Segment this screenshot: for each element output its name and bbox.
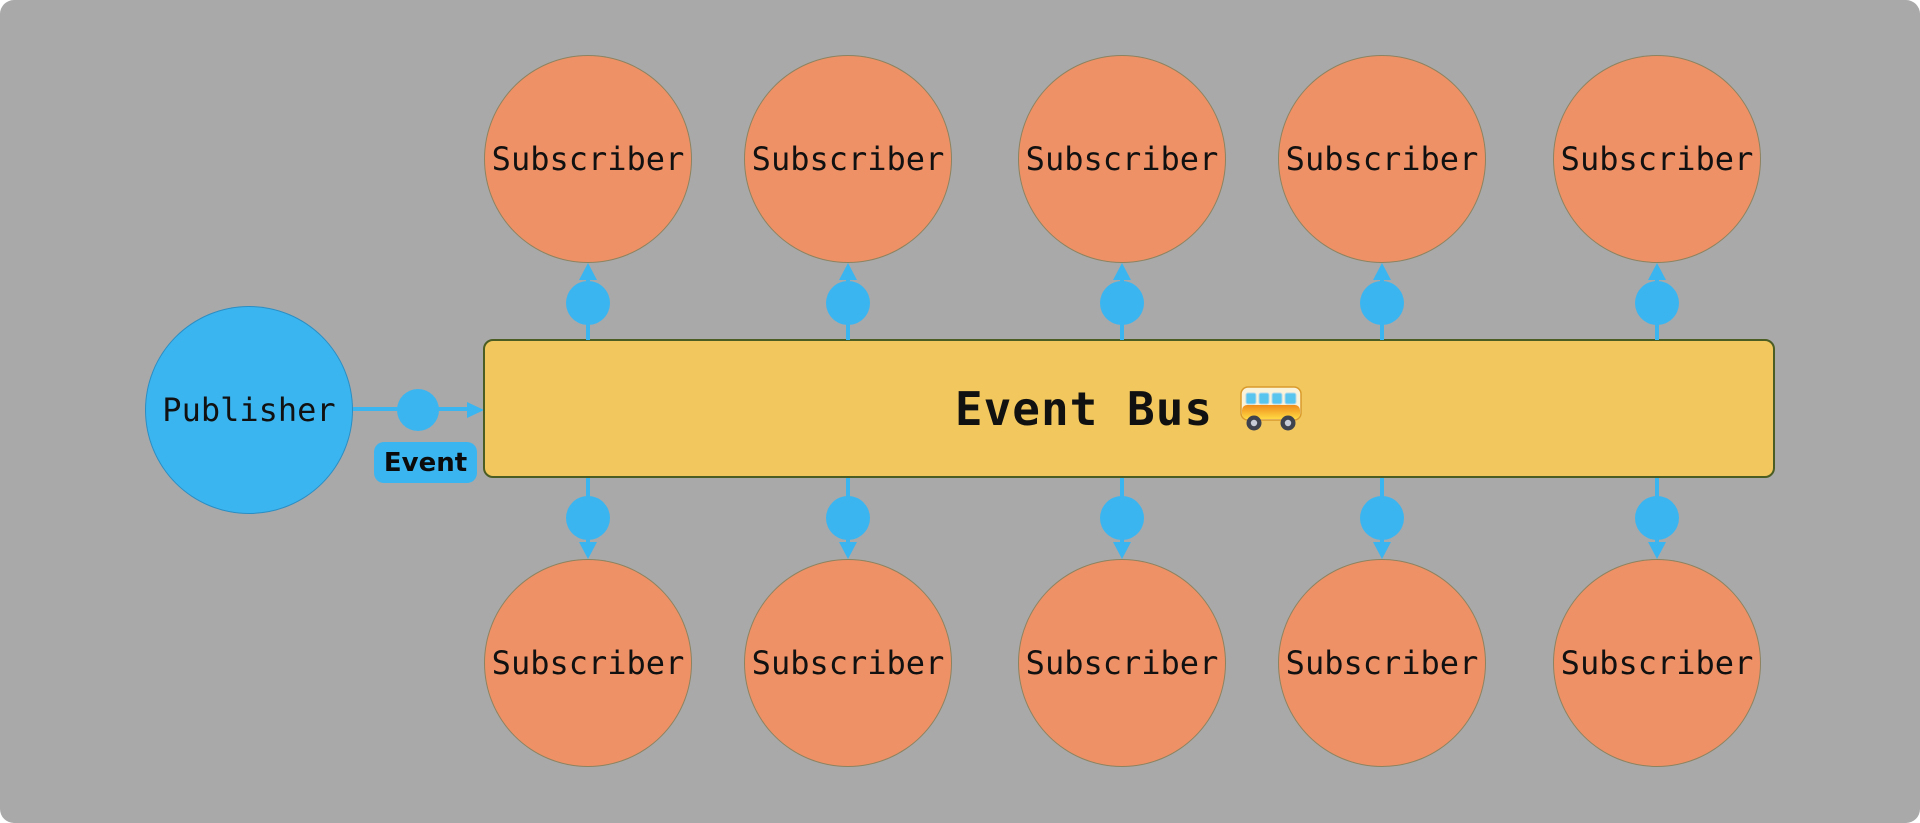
- subscriber-node: Subscriber: [1018, 55, 1226, 263]
- event-bus-node: Event Bus: [483, 339, 1775, 478]
- event-dot: [826, 281, 870, 325]
- event-dot: [1360, 496, 1404, 540]
- event-bus-label: Event Bus: [954, 381, 1214, 436]
- arrowhead-down-icon: [839, 542, 857, 559]
- event-dot: [1100, 281, 1144, 325]
- event-dot: [826, 496, 870, 540]
- arrowhead-up-icon: [1373, 263, 1391, 280]
- subscriber-node: Subscriber: [1553, 559, 1761, 767]
- arrowhead-down-icon: [1113, 542, 1131, 559]
- arrowhead-right-icon: [467, 402, 484, 418]
- arrowhead-up-icon: [579, 263, 597, 280]
- subscriber-node: Subscriber: [1278, 55, 1486, 263]
- event-dot: [1635, 281, 1679, 325]
- bus-emoji-icon: [1240, 386, 1302, 431]
- arrowhead-down-icon: [579, 542, 597, 559]
- subscriber-node: Subscriber: [484, 55, 692, 263]
- arrowhead-up-icon: [1648, 263, 1666, 280]
- event-dot: [397, 389, 439, 431]
- arrowhead-up-icon: [839, 263, 857, 280]
- arrowhead-down-icon: [1373, 542, 1391, 559]
- subscriber-node: Subscriber: [1553, 55, 1761, 263]
- subscriber-node: Subscriber: [744, 55, 952, 263]
- publisher-node: Publisher: [145, 306, 353, 514]
- event-dot: [566, 496, 610, 540]
- event-dot: [1100, 496, 1144, 540]
- subscriber-node: Subscriber: [484, 559, 692, 767]
- event-edge-label: Event: [374, 442, 477, 483]
- arrowhead-up-icon: [1113, 263, 1131, 280]
- subscriber-node: Subscriber: [1278, 559, 1486, 767]
- event-dot: [566, 281, 610, 325]
- subscriber-node: Subscriber: [744, 559, 952, 767]
- event-dot: [1360, 281, 1404, 325]
- arrowhead-down-icon: [1648, 542, 1666, 559]
- event-dot: [1635, 496, 1679, 540]
- subscriber-node: Subscriber: [1018, 559, 1226, 767]
